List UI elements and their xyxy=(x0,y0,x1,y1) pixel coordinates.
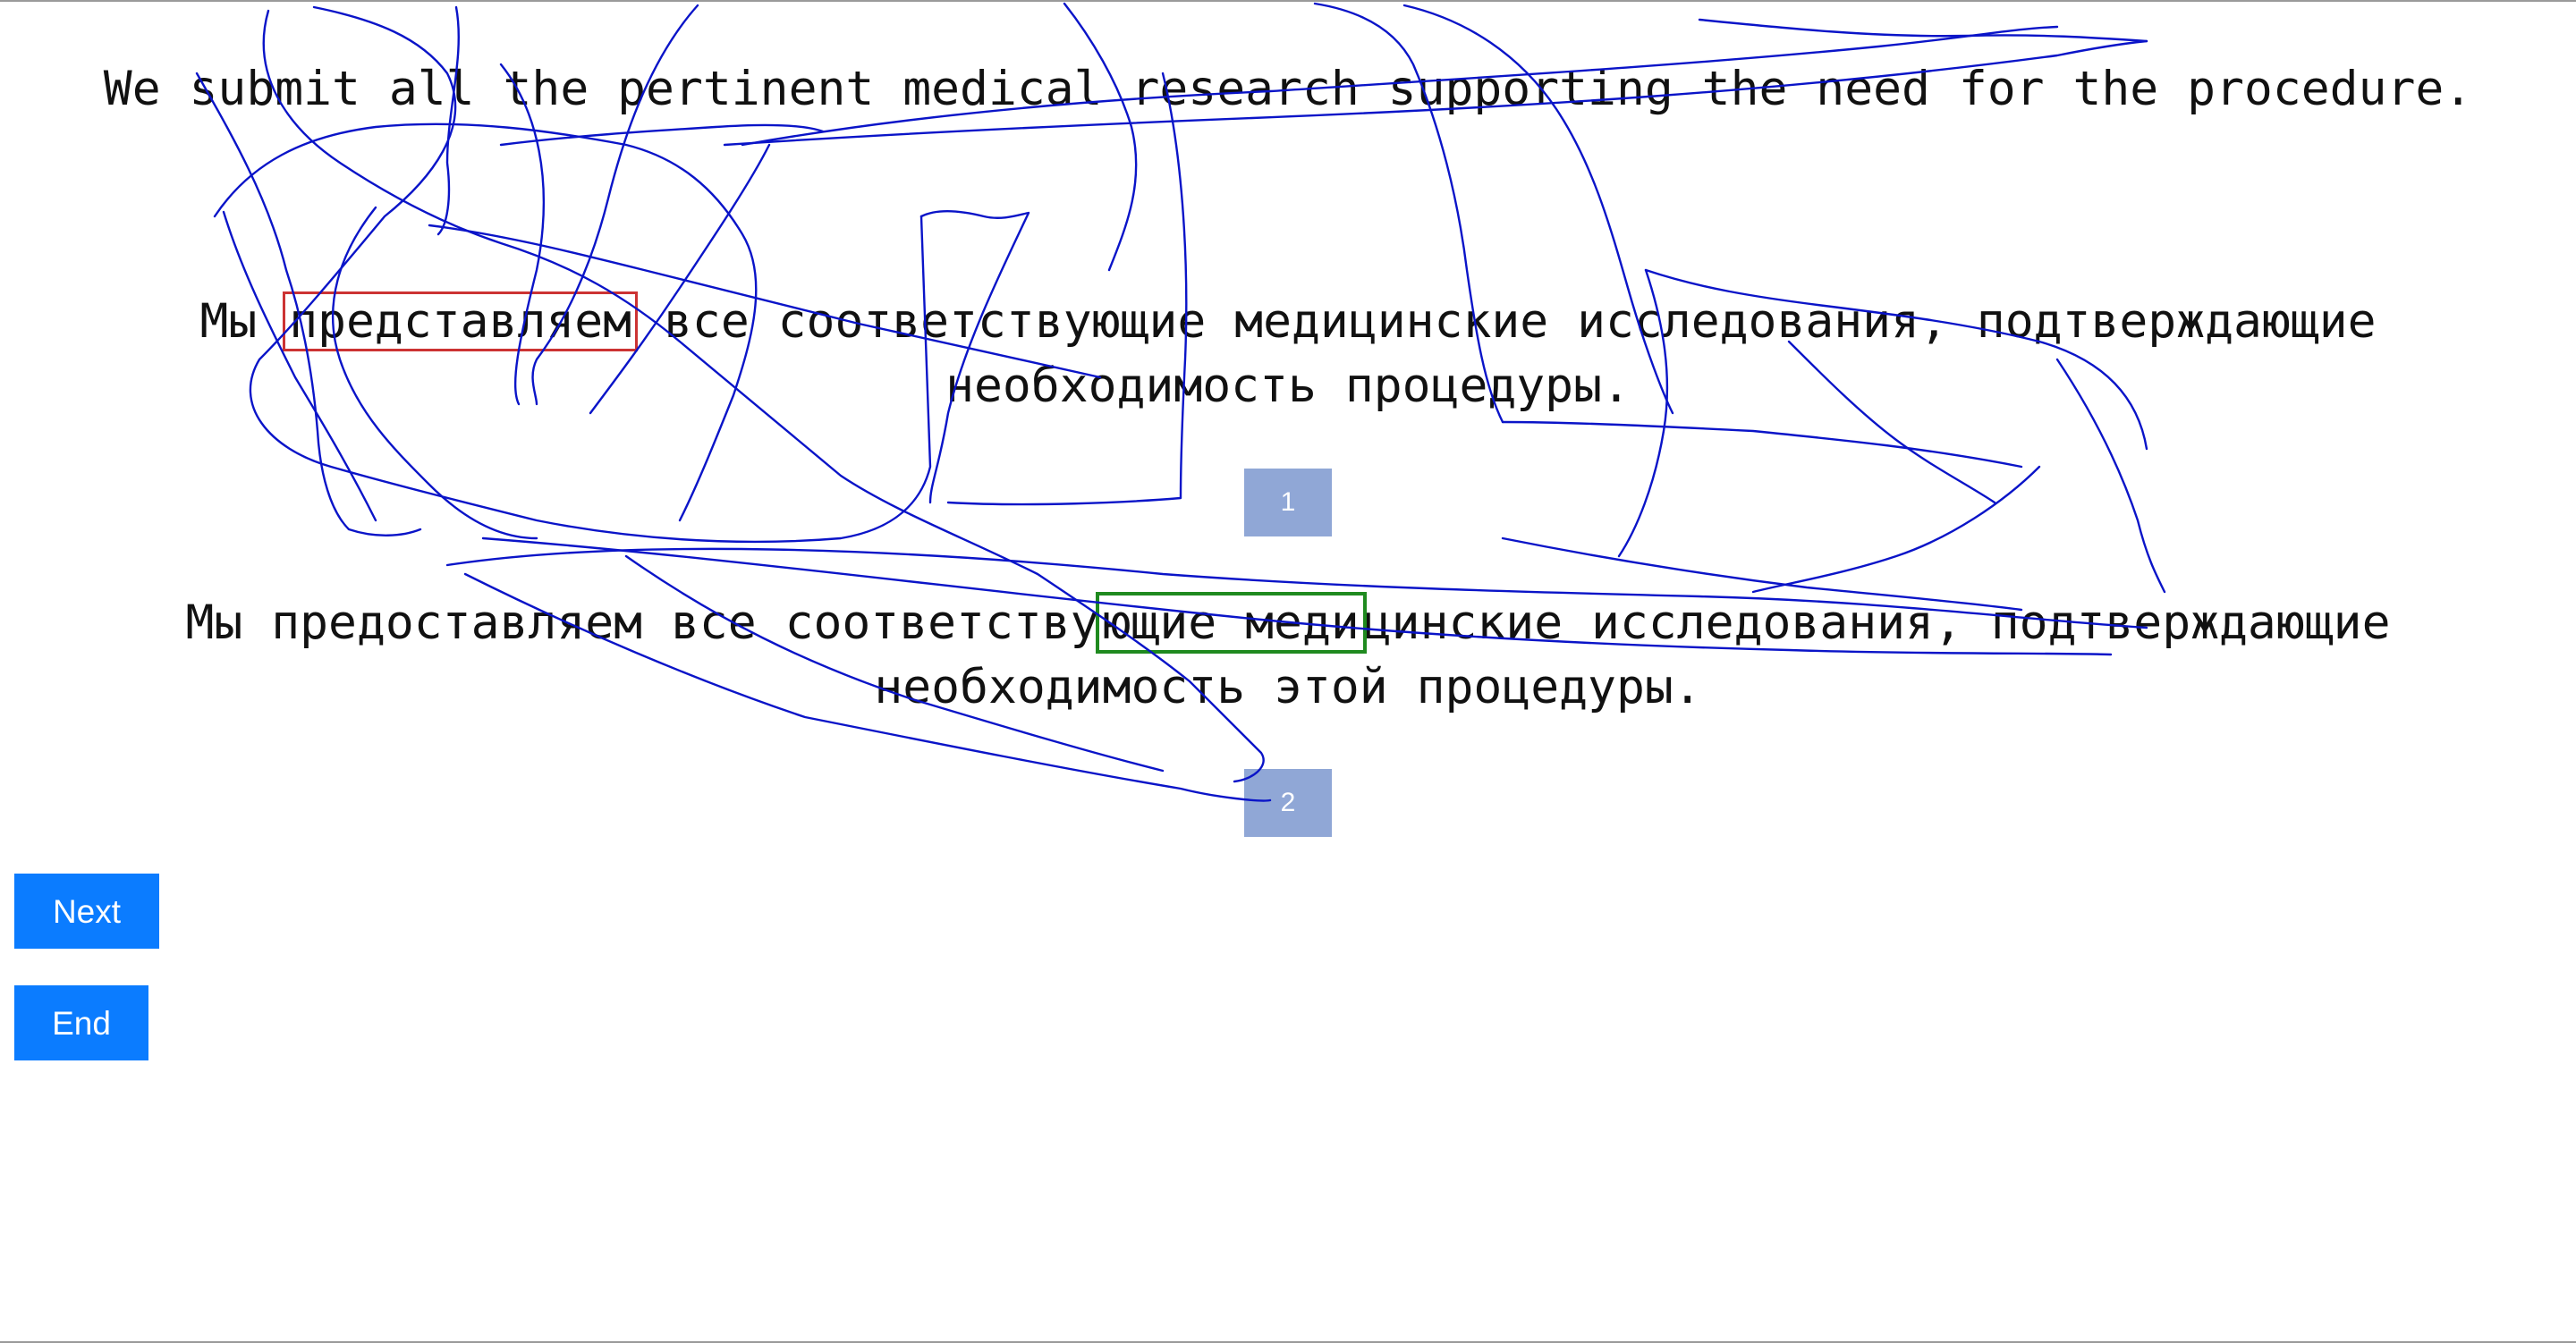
option-badge-1[interactable]: 1 xyxy=(1244,469,1332,536)
gaze-trace-path xyxy=(1063,2,1138,272)
end-button[interactable]: End xyxy=(14,985,148,1060)
highlighted-word-green: ющие меди xyxy=(1095,592,1367,654)
translation-2-prefix: Мы предоставляем все соответству xyxy=(185,595,1099,650)
highlighted-word-red: представляем xyxy=(283,291,639,351)
source-sentence: We submit all the pertinent medical rese… xyxy=(103,62,2473,116)
translation-option-1[interactable]: Мы представляем все соответствующие меди… xyxy=(125,290,2451,418)
option-badge-2[interactable]: 2 xyxy=(1244,769,1332,837)
translation-1-suffix: все соответствующие медицинские исследов… xyxy=(635,294,2377,413)
gaze-trace-path xyxy=(1501,420,2023,469)
translation-1-prefix: Мы xyxy=(199,294,286,349)
gaze-trace-path xyxy=(499,123,825,147)
gaze-trace-path xyxy=(1698,18,2148,43)
translation-option-2[interactable]: Мы предоставляем все соответствующие мед… xyxy=(125,591,2451,720)
gaze-trace-path xyxy=(1751,465,2041,594)
next-button[interactable]: Next xyxy=(14,874,159,949)
